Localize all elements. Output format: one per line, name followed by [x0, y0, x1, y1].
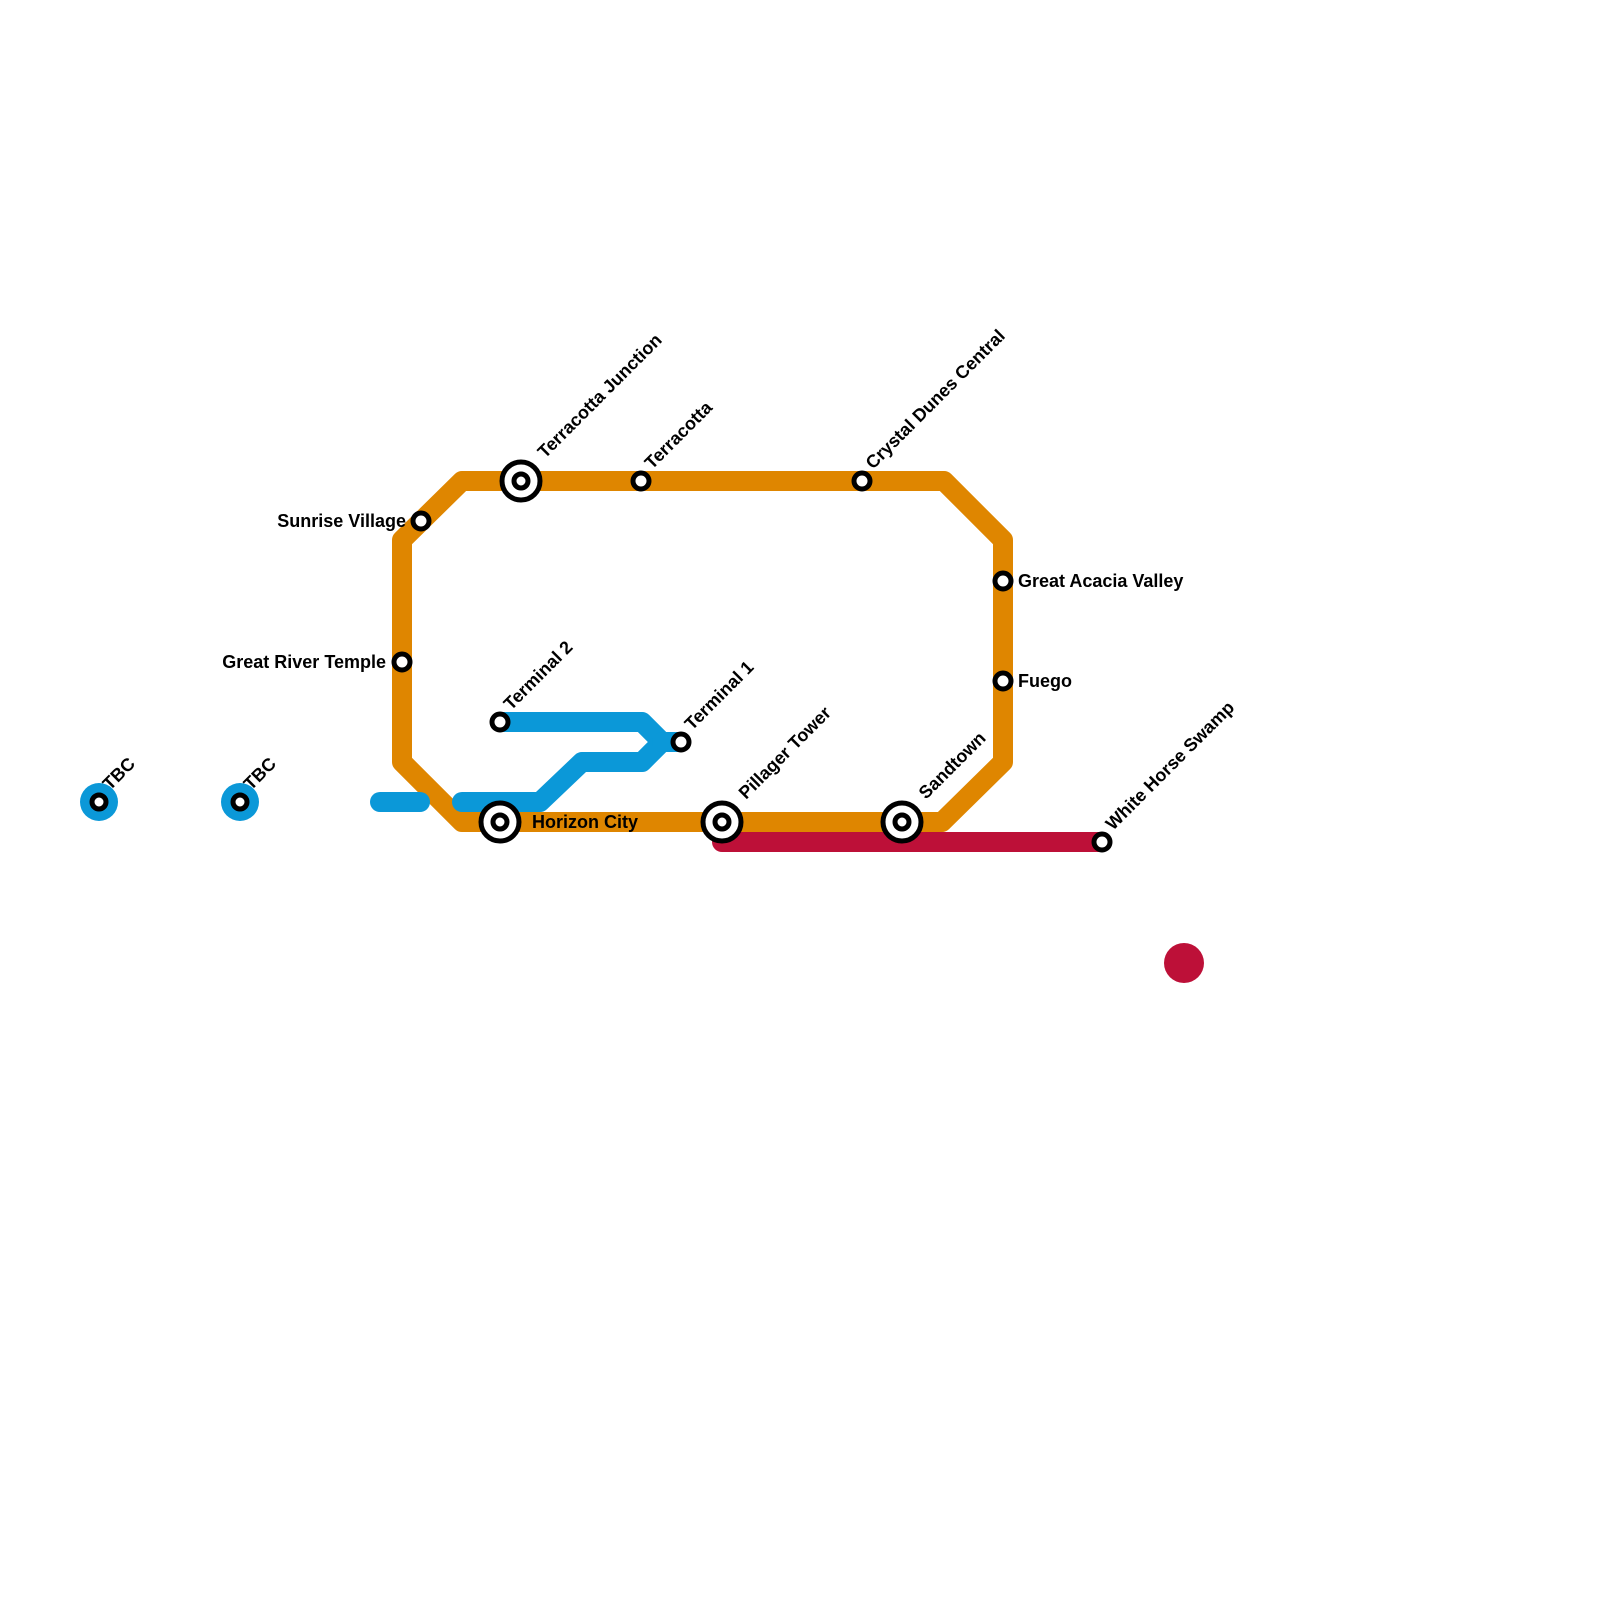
station-label: Fuego: [1018, 671, 1072, 691]
station-terminal-1[interactable]: Terminal 1: [670, 657, 758, 753]
station-label: Horizon City: [532, 812, 638, 832]
station-great-acacia-valley[interactable]: Great Acacia Valley: [992, 570, 1183, 592]
station-label: Great River Temple: [222, 652, 386, 672]
station-label: Crystal Dunes Central: [862, 326, 1009, 473]
station-label: Sunrise Village: [277, 511, 406, 531]
station-label: Terminal 1: [681, 657, 758, 734]
station-label: Pillager Tower: [735, 703, 835, 803]
station-sunrise-village[interactable]: Sunrise Village: [277, 510, 432, 532]
station-label: Great Acacia Valley: [1018, 571, 1183, 591]
orange-line[interactable]: [392, 471, 1013, 832]
station-label: White Horse Swamp: [1102, 697, 1238, 833]
station-crystal-dunes-central[interactable]: Crystal Dunes Central: [851, 326, 1009, 492]
station-great-river-temple[interactable]: Great River Temple: [222, 651, 413, 673]
station-horizon-city[interactable]: Horizon City: [478, 800, 638, 844]
station-label: Terracotta: [641, 397, 717, 473]
station-label: Terracotta Junction: [534, 330, 666, 462]
station-fuego[interactable]: Fuego: [992, 670, 1072, 692]
station-label: Terminal 2: [500, 637, 577, 714]
blue-line[interactable]: [452, 712, 672, 812]
red-line-marker: [1164, 943, 1204, 983]
station-white-horse-swamp[interactable]: White Horse Swamp: [1091, 697, 1238, 853]
